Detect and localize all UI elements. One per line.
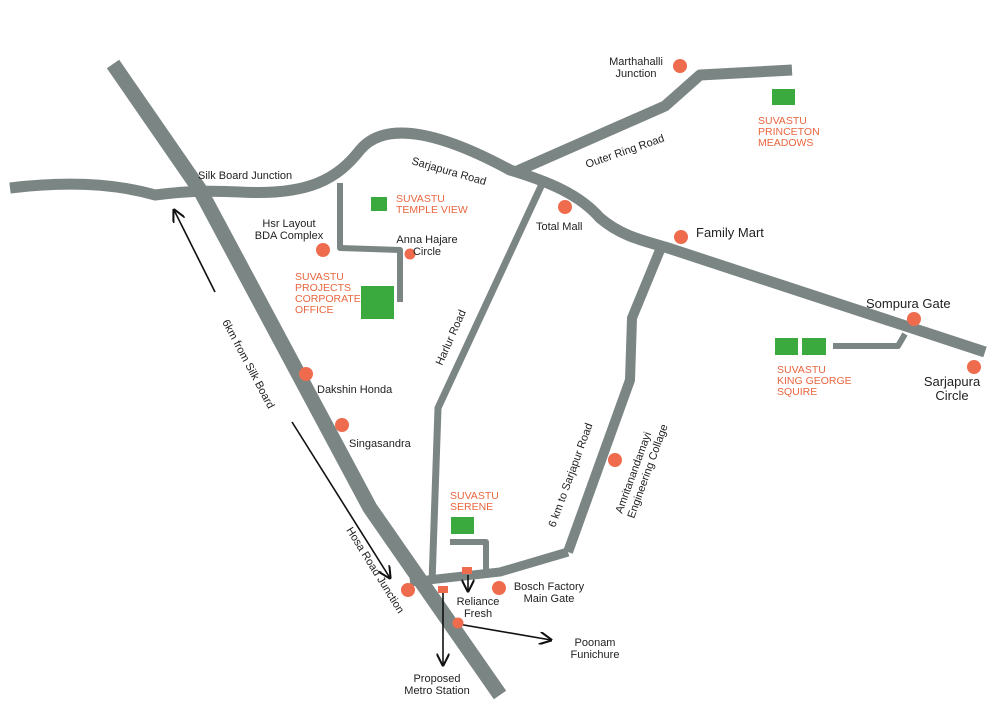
outer-ring-road bbox=[512, 64, 793, 178]
marthahalli-marker bbox=[673, 59, 687, 73]
serene-label-2: SERENE bbox=[450, 501, 493, 513]
princeton-label-2: PRINCETON bbox=[758, 126, 820, 138]
bottom-connector bbox=[409, 547, 570, 587]
princeton-meadows-square bbox=[772, 89, 795, 105]
sompura-gate-label: Sompura Gate bbox=[866, 296, 951, 311]
family-mart-label: Family Mart bbox=[696, 225, 764, 240]
total-mall-label: Total Mall bbox=[536, 221, 582, 233]
markers bbox=[299, 59, 981, 629]
corporate-label-4: OFFICE bbox=[295, 304, 334, 316]
king-george-label: SUVASTU bbox=[777, 364, 826, 376]
reliance-label: Reliance bbox=[457, 596, 500, 608]
dakshin-honda-label: Dakshin Honda bbox=[317, 384, 393, 396]
king-george-label-2: KING GEORGE bbox=[777, 375, 852, 387]
sompura-gate-marker bbox=[907, 312, 921, 326]
anna-hajare-label-2: Circle bbox=[413, 246, 441, 258]
hsr-layout-label: Hsr Layout bbox=[262, 218, 315, 230]
bosch-label-2: Main Gate bbox=[524, 593, 575, 605]
anna-hajare-label: Anna Hajare bbox=[396, 234, 457, 246]
hsr-layout-label-2: BDA Complex bbox=[255, 230, 324, 242]
corporate-label-2: PROJECTS bbox=[295, 282, 351, 294]
bosch-label: Bosch Factory bbox=[514, 581, 585, 593]
arrow-to-poonam bbox=[457, 623, 551, 640]
sarjapura-circle-marker bbox=[967, 360, 981, 374]
family-mart-marker bbox=[674, 230, 688, 244]
poonam-marker bbox=[452, 617, 464, 629]
roads bbox=[9, 59, 987, 700]
princeton-label: SUVASTU bbox=[758, 115, 807, 127]
dakshin-honda-marker bbox=[299, 367, 313, 381]
corporate-label-3: CORPORATE bbox=[295, 293, 361, 305]
poonam-label-2: Funichure bbox=[571, 649, 620, 661]
serene-access bbox=[450, 539, 489, 572]
serene-label: SUVASTU bbox=[450, 490, 499, 502]
hsr-layout-marker bbox=[316, 243, 330, 257]
marthahalli-label-2: Junction bbox=[616, 68, 657, 80]
hsr-connector bbox=[337, 183, 403, 302]
hosa-road-marker bbox=[401, 583, 415, 597]
anna-hajare-marker bbox=[404, 248, 416, 260]
sarjapura-circle-label-2: Circle bbox=[935, 388, 968, 403]
serene-square bbox=[451, 517, 474, 534]
metro-label: Proposed bbox=[413, 673, 460, 685]
corporate-label: SUVASTU bbox=[295, 271, 344, 283]
temple-view-square bbox=[371, 197, 387, 211]
marthahalli-label: Marthahalli bbox=[609, 56, 663, 68]
amrita-marker bbox=[608, 453, 622, 467]
projects bbox=[361, 89, 826, 534]
temple-view-label: SUVASTU bbox=[396, 193, 445, 205]
king-george-square-1 bbox=[775, 338, 798, 355]
corporate-office-square bbox=[361, 286, 394, 319]
temple-view-label-2: TEMPLE VIEW bbox=[396, 204, 468, 216]
sarjapur-link-road bbox=[563, 248, 665, 554]
harlur-road bbox=[428, 180, 547, 584]
singasandra-marker bbox=[335, 418, 349, 432]
poonam-label: Poonam bbox=[575, 637, 616, 649]
arrow-to-hosa-junction bbox=[291, 421, 390, 578]
silk-board-road bbox=[9, 127, 987, 358]
sarjapura-circle-label: Sarjapura bbox=[924, 374, 981, 389]
project-labels: SUVASTU PRINCETON MEADOWS SUVASTU TEMPLE… bbox=[295, 115, 852, 513]
silk-board-label: Silk Board Junction bbox=[198, 170, 292, 182]
king-george-square-2 bbox=[802, 338, 826, 355]
king-george-label-3: SQUIRE bbox=[777, 386, 817, 398]
singasandra-label: Singasandra bbox=[349, 438, 412, 450]
arrow-to-silk-board bbox=[174, 210, 216, 293]
reliance-marker bbox=[462, 567, 472, 574]
hosur-road bbox=[106, 59, 507, 700]
arrows bbox=[174, 210, 551, 665]
sarjapur-link-label: 6 km to Sarjapur Road bbox=[547, 421, 596, 529]
sarjapura-road-label: Sarjapura Road bbox=[410, 155, 487, 188]
bosch-marker bbox=[492, 581, 506, 595]
place-labels: Marthahalli Junction Silk Board Junction… bbox=[198, 56, 981, 697]
total-mall-marker bbox=[558, 200, 572, 214]
reliance-label-2: Fresh bbox=[464, 608, 492, 620]
metro-marker bbox=[438, 586, 448, 593]
metro-label-2: Metro Station bbox=[404, 685, 469, 697]
king-george-access bbox=[833, 332, 908, 349]
princeton-label-3: MEADOWS bbox=[758, 137, 813, 149]
